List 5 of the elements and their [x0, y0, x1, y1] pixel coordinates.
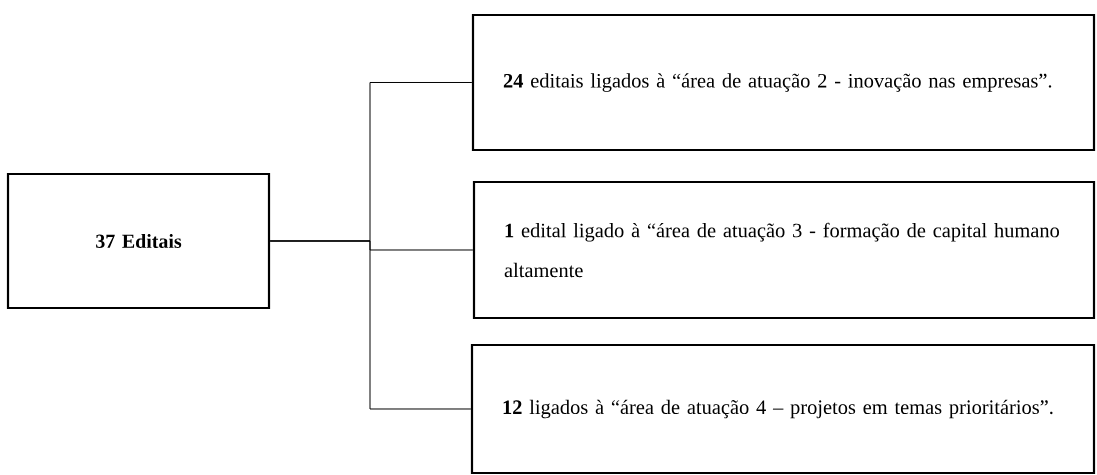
text-box: 1 edital ligado à “área de atuação 3 - formação de capital humano altamente — [472, 180, 1096, 320]
box: 37 Editais — [6, 172, 271, 310]
text-box: 12 ligados à “área de atuação 4 – projetos em temas prioritários”. — [470, 343, 1096, 475]
connector-line — [269, 240, 472, 410]
text-box: 24 editais ligados à “área de atuação 2 - inovação nas empresas”. — [471, 13, 1096, 152]
